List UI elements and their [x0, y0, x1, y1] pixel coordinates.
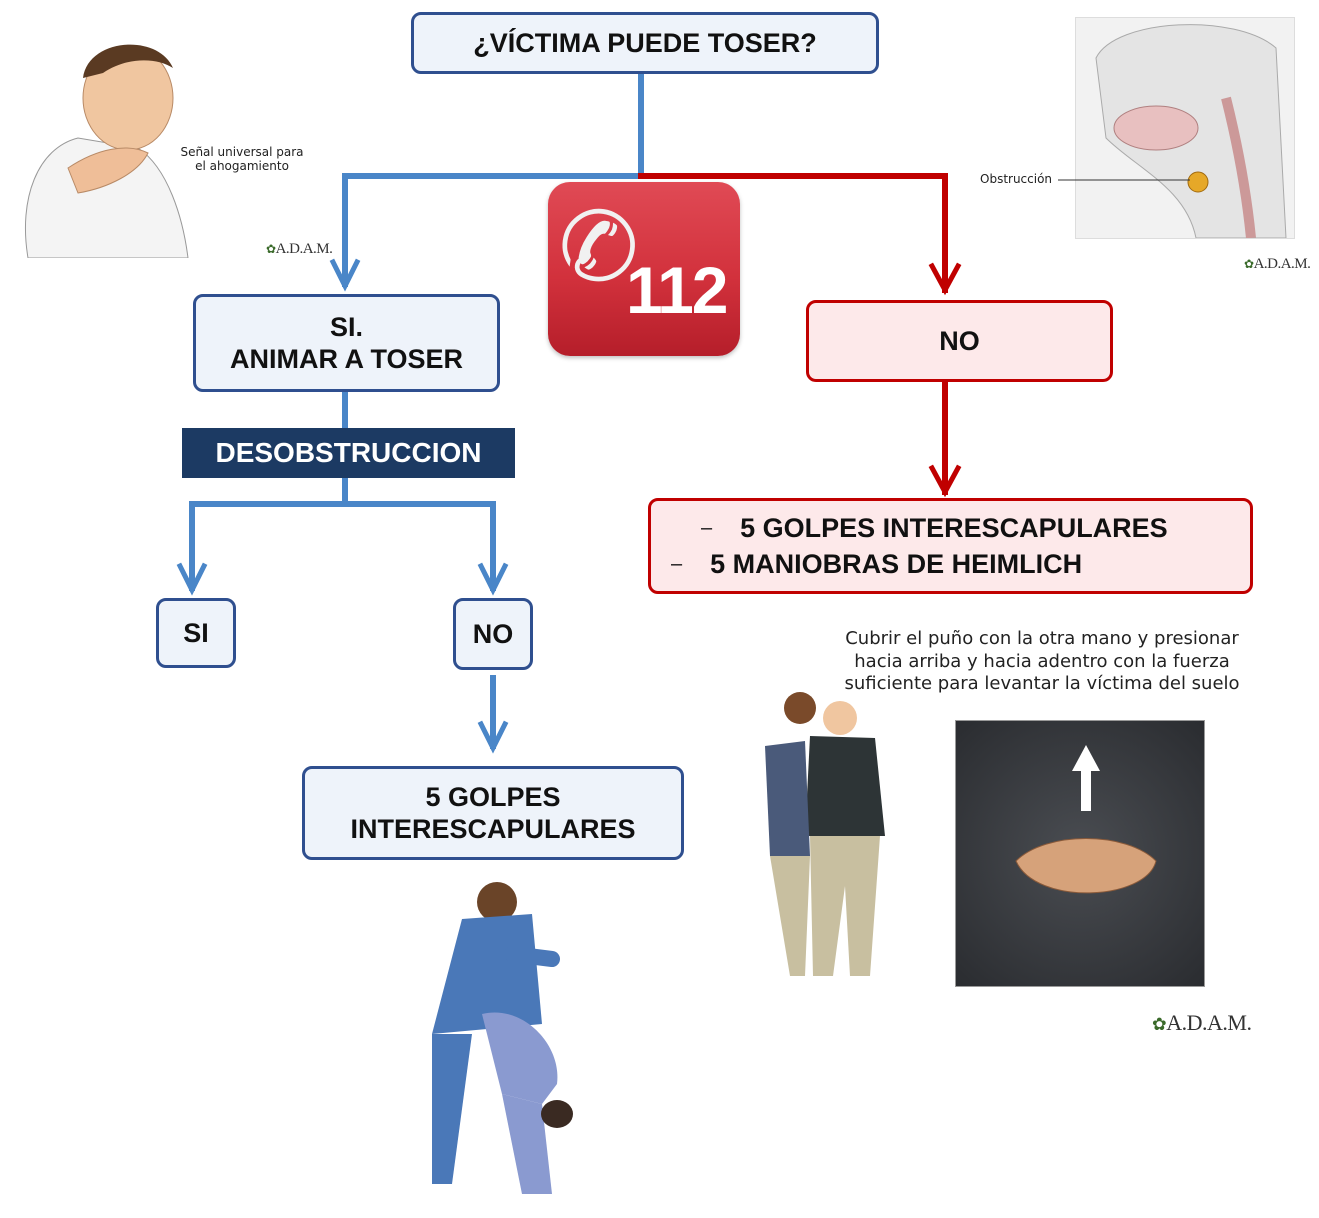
emergency-number: 112 — [626, 253, 728, 327]
encourage-cough-label: ANIMAR A TOSER — [229, 344, 463, 374]
adam-logo-text: A.D.A.M. — [1166, 1010, 1252, 1035]
heimlich-caption-line1: Cubrir el puño con la otra mano y presio… — [845, 628, 1239, 649]
cough-no-label: NO — [472, 618, 514, 649]
adam-logo-text: A.D.A.M. — [1253, 256, 1311, 272]
back-blows-line2: INTERESCAPULARES — [350, 814, 636, 844]
skull-outline — [1095, 24, 1287, 238]
cannot-cough-box: NO — [806, 300, 1113, 382]
dash-bullet: – — [701, 516, 713, 539]
back-blows-illustration — [432, 882, 573, 1194]
leaf-icon: ✿ — [1244, 257, 1254, 271]
action-item-back-blows: – 5 GOLPES INTERESCAPULARES — [701, 512, 1168, 544]
heimlich-maneuver-illustration — [765, 692, 885, 976]
obstruction-label: Obstrucción — [980, 172, 1053, 186]
cannot-cough-label: NO — [939, 325, 980, 356]
adam-logo: ✿A.D.A.M. — [1244, 256, 1311, 273]
dash-bullet: – — [671, 553, 683, 576]
heimlich-caption: Cubrir el puño con la otra mano y presio… — [812, 628, 1272, 696]
heimlich-caption-line2: hacia arriba y hacia adentro con la fuer… — [854, 650, 1230, 672]
heimlich-hands-photo — [955, 720, 1205, 987]
heimlich-caption-line3: suficiente para levantar la víctima del … — [844, 673, 1240, 694]
question-text: ¿VÍCTIMA PUEDE TOSER? — [473, 27, 817, 58]
action-item-heimlich: – 5 MANIOBRAS DE HEIMLICH — [671, 548, 1082, 580]
actions-list-box: – 5 GOLPES INTERESCAPULARES – 5 MANIOBRA… — [648, 498, 1253, 594]
choking-caption-line1: Señal universal para — [180, 145, 304, 159]
yes-label: SI. — [329, 311, 363, 342]
back-blows-box: 5 GOLPES INTERESCAPULARES — [302, 766, 684, 860]
leaf-icon: ✿ — [1152, 1014, 1167, 1034]
yes-encourage-cough-box: SI. ANIMAR A TOSER — [193, 294, 500, 392]
obstruction-caption: Obstrucción — [980, 172, 1052, 186]
hands-arrow — [1015, 745, 1157, 894]
back-blows-line1: 5 GOLPES — [425, 781, 561, 812]
question-box: ¿VÍCTIMA PUEDE TOSER? — [411, 12, 879, 74]
cough-effective-yes-box: SI — [156, 598, 236, 668]
adam-logo: ✿A.D.A.M. — [266, 241, 333, 258]
action-back-blows-label: 5 GOLPES INTERESCAPULARES — [740, 512, 1168, 543]
cough-yes-label: SI — [183, 617, 209, 648]
action-heimlich-label: 5 MANIOBRAS DE HEIMLICH — [710, 549, 1083, 579]
adam-logo: ✿A.D.A.M. — [1152, 1010, 1252, 1036]
choking-caption: Señal universal para el ahogamiento — [172, 145, 312, 174]
cough-effective-no-box: NO — [453, 598, 533, 670]
leaf-icon: ✿ — [266, 242, 276, 256]
adam-logo-text: A.D.A.M. — [275, 241, 333, 257]
desobstruccion-banner: DESOBSTRUCCION — [182, 428, 515, 478]
desobstruccion-label: DESOBSTRUCCION — [215, 437, 482, 469]
choking-caption-line2: el ahogamiento — [195, 158, 289, 173]
airway-anatomy-illustration — [1075, 17, 1295, 239]
emergency-112-tile: ✆ 112 — [548, 182, 740, 356]
choking-person-illustration — [24, 44, 189, 258]
